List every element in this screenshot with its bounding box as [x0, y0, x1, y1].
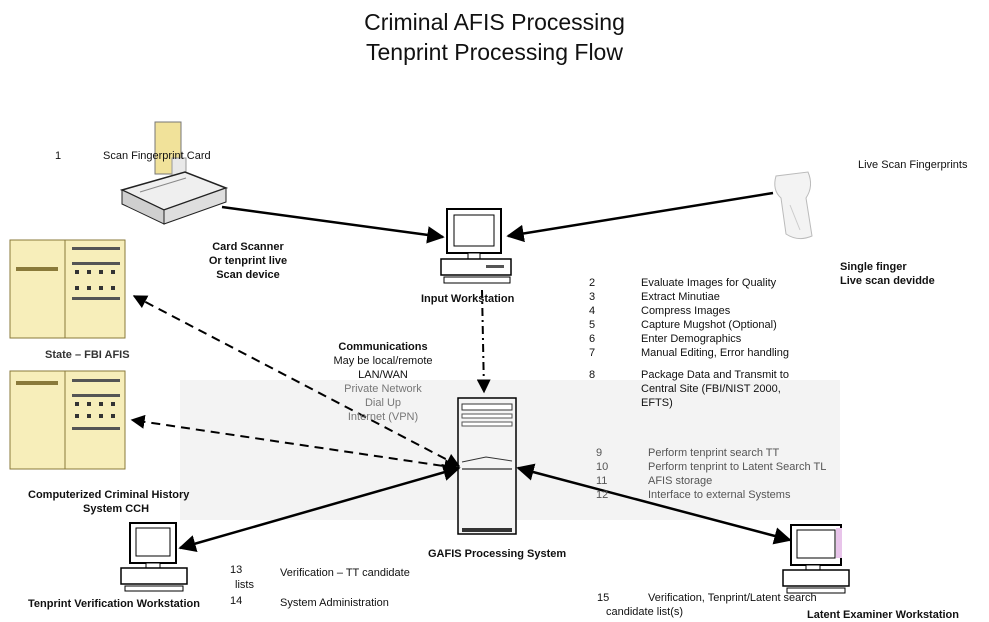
- live-scan-label: Live Scan Fingerprints: [858, 159, 968, 171]
- cch-label: Computerized Criminal History System CCH: [28, 488, 189, 516]
- single-finger-label: Single finger Live scan devidde: [840, 260, 935, 288]
- arrow-gafis-cch: [130, 414, 459, 474]
- single-finger-line2: Live scan devidde: [840, 275, 935, 287]
- step-13-number: 13: [230, 564, 243, 576]
- communications-line3: LAN/WAN: [358, 369, 408, 381]
- single-finger-line1: Single finger: [840, 261, 907, 273]
- gafis-label: GAFIS Processing System: [428, 548, 567, 560]
- arrow-input-to-gafis: [476, 289, 491, 394]
- step-13-text: Verification – TT candidate: [280, 567, 410, 579]
- scan-card-step-label: Scan Fingerprint Card: [103, 150, 211, 162]
- cch-line2: System CCH: [83, 503, 150, 515]
- arrow-scanner-to-input: [221, 205, 445, 244]
- state-fbi-afis-label: State – FBI AFIS: [45, 349, 130, 361]
- latent-examiner-label: Latent Examiner Workstation: [807, 609, 959, 621]
- tenprint-verification-label: Tenprint Verification Workstation: [28, 598, 200, 610]
- step-15-text: Verification, Tenprint/Latent search: [648, 592, 817, 604]
- step-15-continuation: candidate list(s): [606, 606, 684, 618]
- cch-line1: Computerized Criminal History: [28, 489, 190, 501]
- cch-system-icon: [9, 370, 126, 470]
- step-14-text: System Administration: [280, 597, 389, 609]
- communications-title: Communications: [338, 341, 428, 353]
- communications-label: Communications May be local/remote LAN/W…: [320, 340, 446, 424]
- step-13-continuation: lists: [235, 579, 254, 591]
- scan-card-step-number: 1: [55, 150, 62, 162]
- card-scanner-line3: Scan device: [216, 269, 280, 281]
- tenprint-verification-workstation-icon: [120, 522, 188, 592]
- step-15-number: 15: [597, 592, 610, 604]
- diagram-title-line1: Criminal AFIS Processing: [364, 9, 625, 35]
- card-scanner-line1: Card Scanner: [212, 241, 284, 253]
- arrow-livescan-to-input: [506, 191, 774, 243]
- arrow-gafis-latent: [516, 463, 792, 545]
- step-14-number: 14: [230, 595, 243, 607]
- diagram-title-line2: Tenprint Processing Flow: [366, 39, 623, 65]
- latent-examiner-workstation-icon: [782, 524, 850, 594]
- communications-line5: Dial Up: [364, 397, 402, 409]
- card-scanner-icon: [119, 121, 229, 225]
- input-workstation-icon: [440, 208, 512, 284]
- gafis-server-icon: [457, 397, 517, 535]
- state-fbi-afis-icon: [9, 239, 126, 339]
- card-scanner-line2: Or tenprint live: [208, 255, 288, 267]
- input-workstation-label: Input Workstation: [421, 293, 515, 305]
- arrow-gafis-tenprint: [178, 463, 461, 553]
- communications-line6: Internet (VPN): [347, 411, 419, 423]
- communications-line4: Private Network: [344, 383, 422, 395]
- card-scanner-label: Card Scanner Or tenprint live Scan devic…: [198, 240, 298, 282]
- communications-line2: May be local/remote: [333, 355, 433, 367]
- single-finger-scanner-icon: [774, 171, 813, 240]
